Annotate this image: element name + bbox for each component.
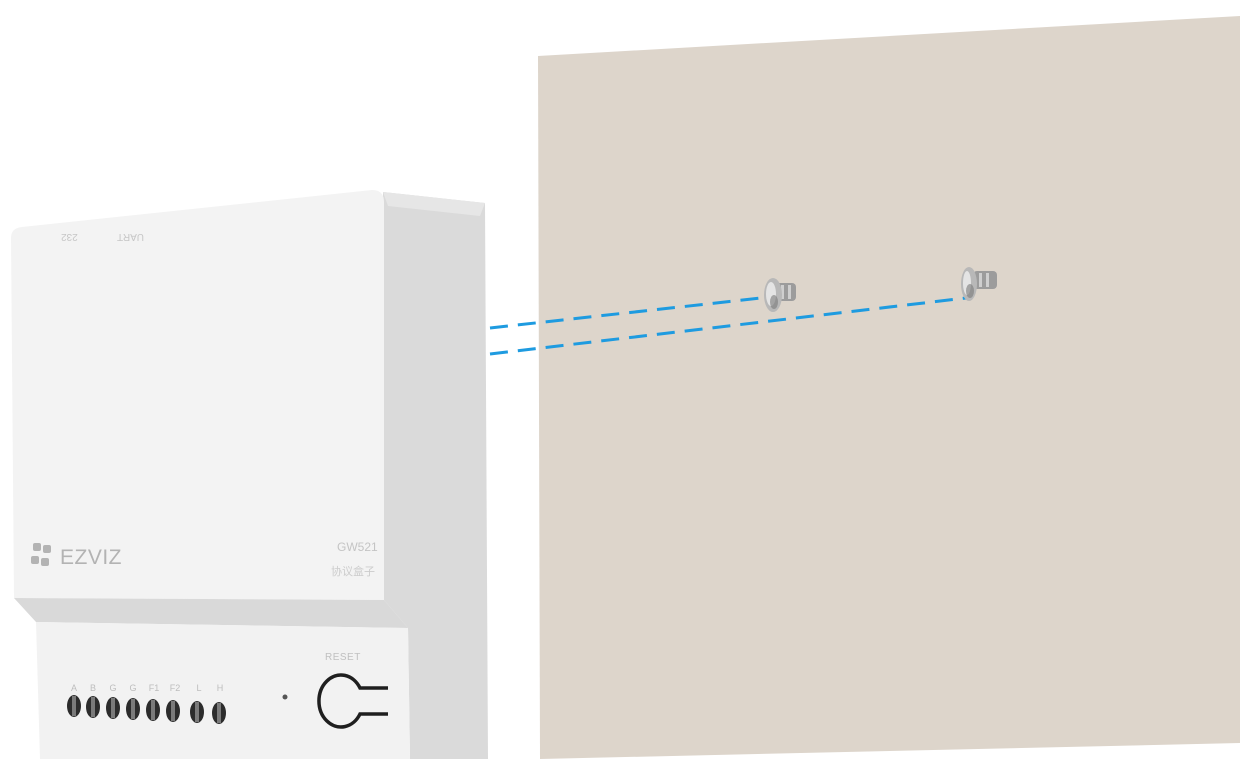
terminal-label-g2: G	[129, 683, 137, 693]
terminal-screw	[67, 695, 81, 717]
terminal-label-h: H	[216, 683, 224, 693]
terminal-label-b: B	[89, 683, 96, 693]
terminal-label-l: L	[196, 683, 202, 693]
terminal-screw	[106, 697, 120, 719]
device-chamfer	[14, 598, 408, 628]
terminal-screw	[86, 696, 100, 718]
terminal-block	[67, 695, 226, 724]
brand-logo-text: EZVIZ	[60, 546, 123, 569]
port-label-uart: UART	[117, 231, 145, 242]
guide-line-lower	[489, 296, 967, 356]
wall-panel	[538, 16, 1240, 759]
screw-right	[961, 267, 997, 301]
device-front-face	[11, 190, 384, 600]
terminal-panel	[36, 622, 410, 759]
terminal-label-a: A	[70, 683, 77, 693]
terminal-screw	[126, 698, 140, 720]
screw-left	[764, 278, 796, 312]
reset-label: RESET	[325, 652, 361, 663]
port-label-232: 232	[61, 231, 78, 242]
terminal-label-g1: G	[109, 683, 117, 693]
terminal-screw	[190, 701, 204, 723]
device-subtitle: 协议盒子	[331, 566, 375, 578]
ezviz-logo-icon	[31, 543, 51, 566]
terminal-label-f1: F1	[148, 683, 160, 693]
reset-button[interactable]	[317, 673, 388, 729]
indicator-led	[282, 694, 288, 700]
model-label: GW521	[337, 540, 378, 554]
guide-line-upper	[489, 295, 771, 330]
device-side-face	[383, 192, 488, 759]
terminal-label-f2: F2	[169, 683, 181, 693]
terminal-screw	[146, 699, 160, 721]
terminal-screw	[166, 700, 180, 722]
terminal-screw	[212, 702, 226, 724]
